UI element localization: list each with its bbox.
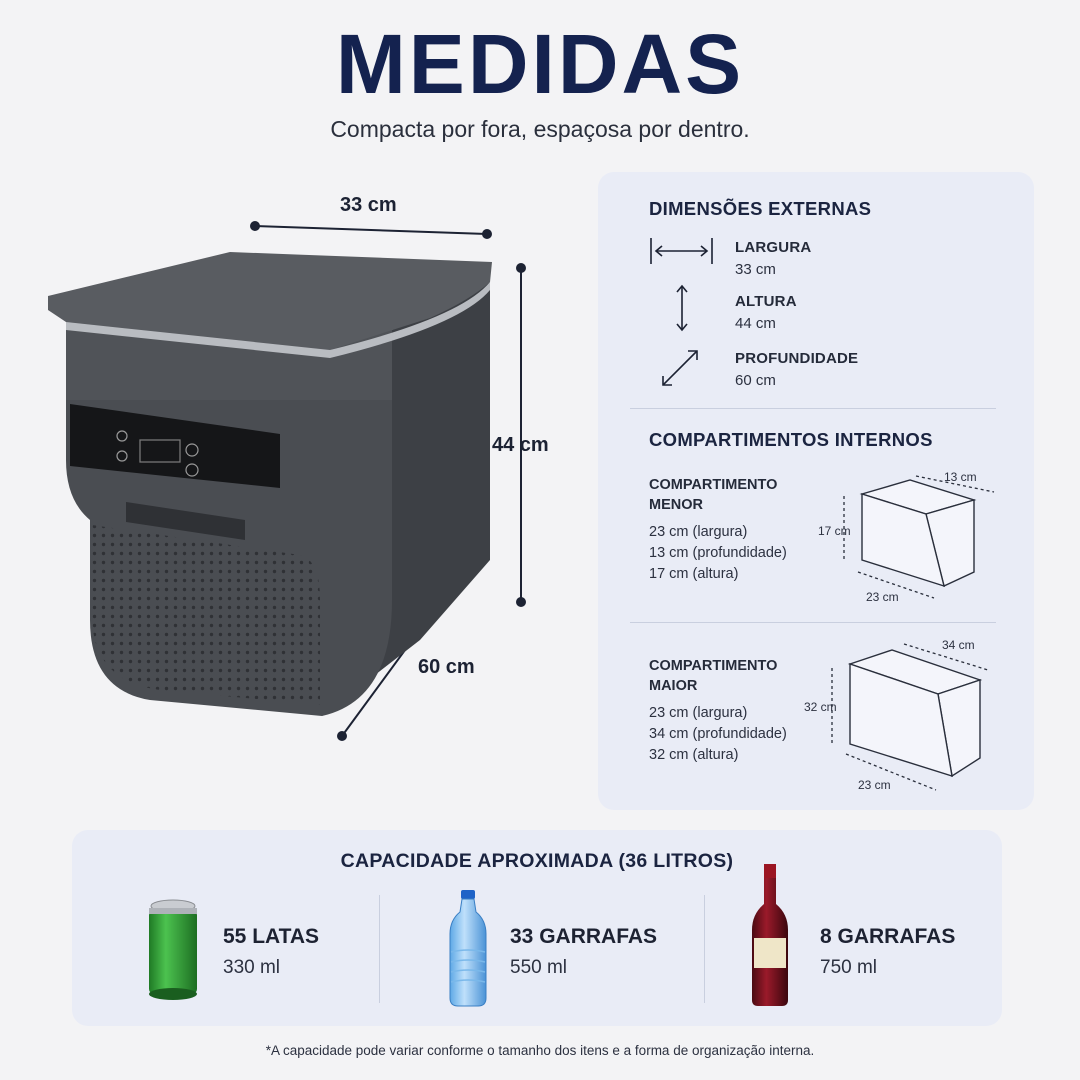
soda-can-icon [149, 899, 197, 1000]
cans-volume: 330 ml [223, 957, 281, 978]
large-compartment-depth: 34 cm (profundidade) [649, 726, 787, 742]
section-divider [630, 408, 996, 409]
water-bottle-icon [449, 890, 487, 1007]
small-box-depth-label: 13 cm [944, 470, 977, 484]
small-compartment-title: COMPARTIMENTO MENOR [649, 477, 778, 513]
large-compartment-title: COMPARTIMENTO MAIOR [649, 658, 778, 694]
internal-compartments-title: COMPARTIMENTOS INTERNOS [649, 429, 933, 450]
small-box-width-label: 23 cm [866, 590, 899, 604]
wine-bottle-icon [752, 864, 788, 1006]
compartment-divider [630, 622, 996, 623]
width-dimension-line [250, 221, 492, 239]
water-bottles-count: 33 GARRAFAS [510, 925, 658, 948]
small-compartment-box-diagram [843, 475, 995, 599]
large-compartment-box-diagram [831, 643, 989, 791]
wine-bottles-volume: 750 ml [820, 957, 878, 978]
large-compartment-height: 32 cm (altura) [649, 747, 739, 763]
vertical-arrow-icon [676, 284, 688, 332]
footnote: *A capacidade pode variar conforme o tam… [265, 1043, 815, 1058]
height-item-value: 44 cm [735, 315, 776, 332]
width-item-label: LARGURA [735, 239, 812, 256]
small-compartment-height: 17 cm (altura) [649, 566, 739, 582]
capacity-title: CAPACIDADE APROXIMADA (36 LITROS) [340, 850, 734, 872]
small-box-height-label: 17 cm [818, 524, 851, 538]
large-box-depth-label: 34 cm [942, 638, 975, 652]
large-box-width-label: 23 cm [858, 778, 891, 792]
cans-count: 55 LATAS [223, 925, 320, 948]
height-label: 44 cm [492, 434, 549, 456]
fridge-illustration [48, 221, 526, 741]
depth-item-value: 60 cm [735, 372, 776, 389]
capacity-separator [379, 895, 380, 1003]
capacity-separator [704, 895, 705, 1003]
horizontal-arrow-icon [650, 238, 713, 264]
height-dimension-line [516, 263, 526, 607]
depth-label: 60 cm [418, 656, 475, 678]
external-dimensions-title: DIMENSÕES EXTERNAS [649, 198, 872, 219]
water-bottles-volume: 550 ml [510, 957, 568, 978]
page-subtitle: Compacta por fora, espaçosa por dentro. [330, 116, 750, 142]
width-item-value: 33 cm [735, 261, 776, 278]
small-compartment-width: 23 cm (largura) [649, 524, 748, 540]
large-compartment-width: 23 cm (largura) [649, 705, 748, 721]
height-item-label: ALTURA [735, 293, 797, 310]
small-compartment-depth: 13 cm (profundidade) [649, 545, 787, 561]
diagonal-arrow-icon [662, 350, 698, 386]
wine-bottles-count: 8 GARRAFAS [820, 925, 956, 948]
page-title: MEDIDAS [335, 17, 745, 111]
width-label: 33 cm [340, 194, 397, 216]
large-box-height-label: 32 cm [804, 700, 837, 714]
depth-item-label: PROFUNDIDADE [735, 350, 859, 367]
capacity-panel [72, 830, 1002, 1026]
